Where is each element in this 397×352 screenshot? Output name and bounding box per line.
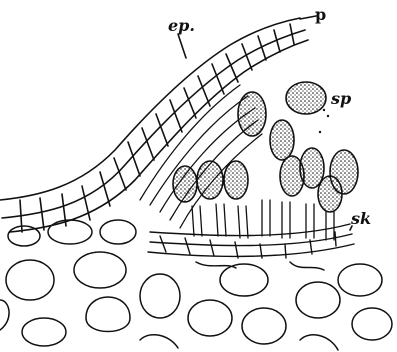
label-ep: ep. (168, 18, 195, 34)
label-sp: sp (331, 91, 351, 107)
sclerotic-layer (148, 224, 354, 258)
label-p: p (315, 7, 326, 23)
p-leader-line (300, 16, 316, 19)
label-sk: sk (351, 211, 371, 227)
spore-stalks (192, 200, 334, 240)
ep-leader-line (178, 34, 186, 58)
underlying-tissue (0, 220, 392, 350)
